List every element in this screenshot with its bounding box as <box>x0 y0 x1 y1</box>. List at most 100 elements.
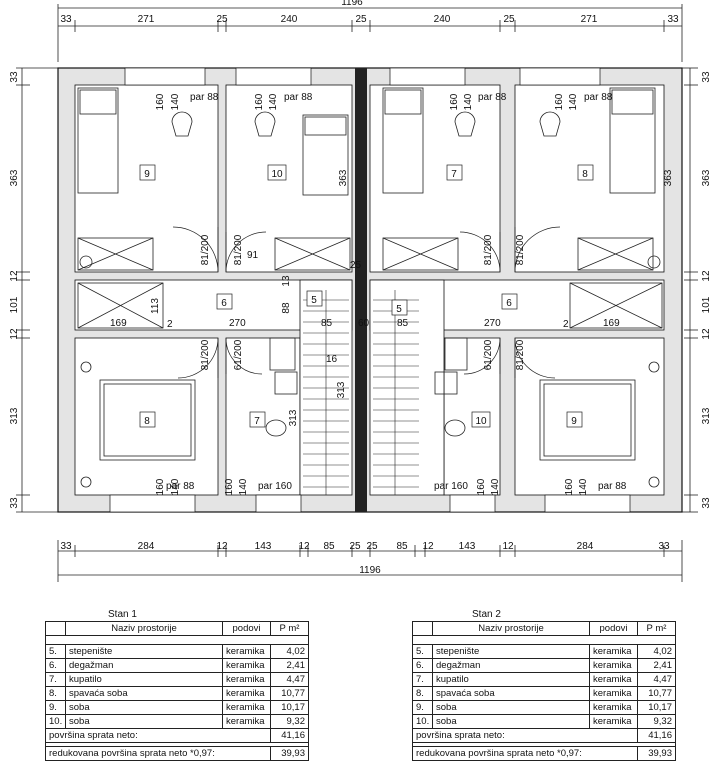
dim-bottom: 284 <box>577 541 594 552</box>
dim-right: 33 <box>701 497 712 509</box>
dim-top: 25 <box>355 14 367 25</box>
floor-plan: 1196 33 271 25 240 25 240 25 271 33 33 3… <box>9 0 712 582</box>
bottom-dimension-labels: 33 284 12 143 12 85 25 25 85 12 143 12 2… <box>60 541 670 576</box>
inner-label: par 88 <box>166 481 195 492</box>
inner-label: 85 <box>397 318 409 329</box>
inner-labels: 160 140 par 88 160 140 par 88 160 140 pa… <box>110 92 674 495</box>
inner-label: 81/200 <box>200 234 211 265</box>
furniture <box>77 87 663 488</box>
dim-bottom: 25 <box>366 541 378 552</box>
header-floor: podovi <box>589 621 638 636</box>
room-number: 8 <box>144 416 150 427</box>
inner-label: 160 <box>155 478 166 495</box>
dim-bottom: 143 <box>255 541 272 552</box>
header-name: Naziv prostorije <box>65 621 223 636</box>
dim-bottom: 12 <box>502 541 514 552</box>
dim-bottom-total: 1196 <box>359 565 381 576</box>
reduced-area-row: redukovana površina sprata neto *0,97:39… <box>412 746 676 761</box>
doors <box>172 226 561 379</box>
inner-label: 61/200 <box>233 339 244 370</box>
dim-bottom: 12 <box>216 541 228 552</box>
dim-top-total: 1196 <box>341 0 363 8</box>
inner-label: 140 <box>490 478 501 495</box>
header-area: P m² <box>637 621 676 636</box>
dim-bottom: 143 <box>459 541 476 552</box>
inner-label: 91 <box>247 250 259 261</box>
inner-label: 61/200 <box>483 339 494 370</box>
dim-bottom: 33 <box>60 541 72 552</box>
inner-label: 140 <box>238 478 249 495</box>
room-number: 6 <box>221 298 227 309</box>
inner-label: 81/200 <box>483 234 494 265</box>
dim-right: 33 <box>701 71 712 83</box>
room-number: 6 <box>506 298 512 309</box>
inner-label: 81/200 <box>515 339 526 370</box>
inner-label: 2 <box>563 319 569 330</box>
inner-label: par 160 <box>434 481 468 492</box>
inner-label: 16 <box>326 354 338 365</box>
dim-right: 12 <box>701 328 712 340</box>
room-number: 9 <box>144 169 150 180</box>
dim-top: 240 <box>434 14 451 25</box>
table-header: Naziv prostorije podovi P m² <box>412 621 676 636</box>
inner-label: par 160 <box>258 481 292 492</box>
inner-label: par 88 <box>478 92 507 103</box>
dim-bottom: 33 <box>658 541 670 552</box>
dim-bottom: 284 <box>138 541 155 552</box>
inner-label: par 88 <box>284 92 313 103</box>
dim-top: 25 <box>216 14 228 25</box>
room-number: 9 <box>571 416 577 427</box>
inner-label: 160 <box>224 478 235 495</box>
windows <box>109 67 631 513</box>
inner-label: par 88 <box>584 92 613 103</box>
table-header: Naziv prostorije podovi P m² <box>45 621 309 636</box>
inner-label: par 88 <box>598 481 627 492</box>
dim-top: 271 <box>138 14 155 25</box>
dim-left: 363 <box>9 169 20 186</box>
dim-top: 33 <box>667 14 679 25</box>
dim-right: 12 <box>701 270 712 282</box>
side-dimensions <box>16 67 698 513</box>
table-title-stan-1: Stan 1 <box>108 609 137 620</box>
inner-label: 60 <box>358 318 370 329</box>
inner-label: 169 <box>603 318 620 329</box>
dim-bottom: 12 <box>298 541 310 552</box>
inner-label: 81/200 <box>515 234 526 265</box>
stairs <box>303 290 419 495</box>
dim-bottom: 25 <box>349 541 361 552</box>
header-area: P m² <box>270 621 309 636</box>
inner-label: 313 <box>336 381 347 398</box>
inner-label: 81/200 <box>200 339 211 370</box>
inner-label: 270 <box>484 318 501 329</box>
inner-label: 363 <box>338 169 349 186</box>
inner-label: 25 <box>350 260 362 271</box>
inner-label: 160 <box>554 93 565 110</box>
inner-label: 113 <box>150 298 161 314</box>
dim-top: 25 <box>503 14 515 25</box>
dim-left: 12 <box>9 270 20 282</box>
inner-label: 363 <box>663 169 674 186</box>
dim-right: 313 <box>701 407 712 424</box>
inner-label: 140 <box>578 478 589 495</box>
inner-label: 160 <box>476 478 487 495</box>
inner-label: 160 <box>254 93 265 110</box>
dim-left: 313 <box>9 407 20 424</box>
inner-label: 140 <box>568 93 579 110</box>
room-number: 10 <box>271 169 283 180</box>
dim-right: 363 <box>701 169 712 186</box>
room-table-stan-2: Naziv prostorije podovi P m² 5.stepeništ… <box>412 621 676 761</box>
dim-bottom: 12 <box>422 541 434 552</box>
header-floor: podovi <box>222 621 271 636</box>
dim-left: 12 <box>9 328 20 340</box>
inner-label: 88 <box>281 302 292 314</box>
room-number: 7 <box>451 169 457 180</box>
